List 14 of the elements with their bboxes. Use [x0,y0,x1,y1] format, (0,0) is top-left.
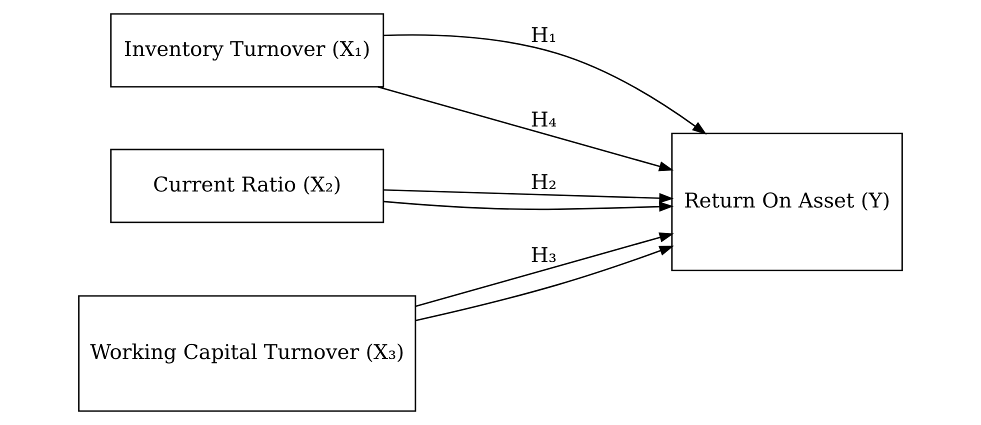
edge-label: H₃ [530,242,557,267]
edge-label: H₁ [530,22,557,47]
edge-label: H₂ [530,170,557,194]
node-box: Inventory Turnover (X₁) [110,13,384,88]
node-box: Current Ratio (X₂) [110,148,384,224]
edge-label: H₄ [530,107,557,132]
node-box: Return On Asset (Y) [671,132,903,272]
arrow [383,200,674,212]
arrow [383,189,674,204]
arrow [383,34,707,135]
arrow [415,246,674,322]
arrow [415,232,674,308]
node-box: Working Capital Turnover (X₃) [78,295,416,412]
arrow [378,86,674,172]
